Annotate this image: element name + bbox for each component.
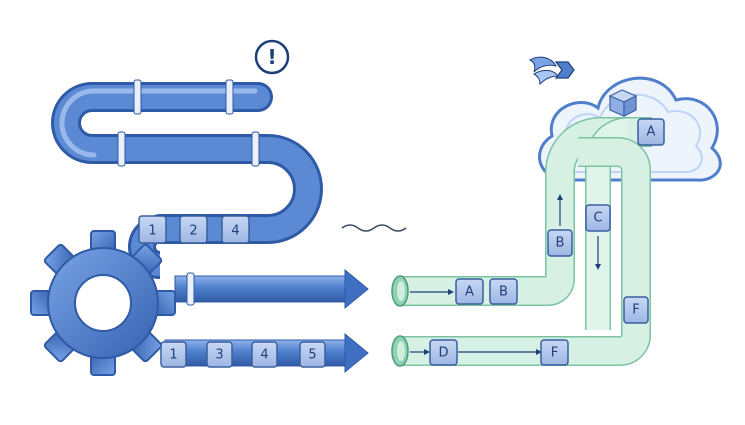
wavy-gap-icon: [341, 224, 407, 232]
data-block: C: [585, 204, 611, 232]
pipe-collar: [225, 79, 234, 115]
data-block: 1: [138, 215, 167, 244]
data-block: 1: [160, 341, 187, 368]
data-block: D: [429, 339, 458, 366]
pipe-collar: [133, 79, 142, 115]
data-block: 2: [179, 215, 208, 244]
green-pipe-network: [391, 117, 652, 367]
gear-icon: [30, 230, 176, 376]
data-block: 4: [251, 341, 278, 368]
data-block: B: [547, 229, 573, 257]
block-label: A: [647, 125, 656, 140]
block-label: D: [438, 346, 448, 361]
alert-symbol: !: [267, 45, 276, 69]
data-block: B: [489, 278, 518, 305]
block-label: 1: [169, 348, 177, 363]
block-label: F: [551, 346, 558, 361]
block-label: 2: [189, 224, 197, 239]
block-label: 4: [260, 348, 268, 363]
data-block: F: [623, 296, 649, 324]
block-label: 3: [215, 348, 223, 363]
data-block: 3: [206, 341, 233, 368]
block-label: B: [556, 236, 565, 251]
block-label: 5: [308, 348, 316, 363]
data-block: A: [637, 118, 665, 146]
exclamation-circle-icon: !: [254, 39, 290, 75]
winged-arrow-icon: [528, 56, 575, 86]
upper-output-arrow-pipe: [174, 268, 369, 310]
data-block: F: [540, 339, 569, 366]
block-label: B: [499, 285, 508, 300]
data-block: 4: [221, 215, 250, 244]
pipe-collar: [117, 131, 126, 167]
cube-icon: [608, 89, 638, 117]
data-block: A: [455, 278, 484, 305]
block-label: F: [632, 303, 639, 318]
block-label: 1: [148, 224, 156, 239]
pipe-collar: [251, 131, 260, 167]
pipe-collar: [186, 272, 195, 306]
data-block: 5: [299, 341, 326, 368]
block-label: 4: [231, 224, 239, 239]
block-label: A: [465, 285, 474, 300]
block-label: C: [593, 211, 602, 226]
